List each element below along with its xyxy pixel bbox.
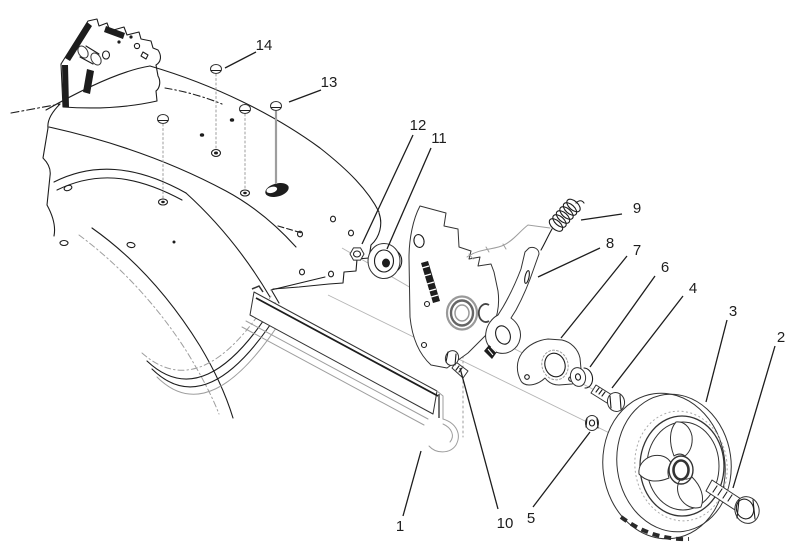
callout-12: 12 [361,117,427,245]
keyhole-slot [265,182,289,198]
callout-13-label: 13 [321,74,338,91]
callout-6-label: 6 [661,259,669,276]
callout-7: 7 [560,242,641,339]
callout-1-label: 1 [396,518,404,535]
callout-3: 3 [705,303,737,403]
callout-8: 8 [537,235,614,278]
deck-dome [10,65,380,248]
brace-bar [104,26,125,39]
callout-1: 1 [396,450,422,535]
callout-11: 11 [386,130,447,250]
screw-left [157,114,169,206]
brace-bar [65,22,92,61]
pivot-cylinder [77,45,102,66]
plate-slot [421,261,440,303]
callouts: 14 13 12 11 9 8 7 6 [224,37,785,535]
screw-center [239,104,251,197]
callout-5-label: 5 [527,510,535,527]
flange-nut-12 [349,247,365,261]
tire-tread [619,515,690,542]
callout-10-label: 10 [497,515,514,532]
brace-bar [62,65,69,107]
callout-2: 2 [732,329,785,489]
nut-5 [585,415,599,431]
axle-bolt-2 [705,479,760,524]
washer-6 [569,367,594,389]
callout-10: 10 [459,367,514,532]
snap-ring [477,303,490,323]
screw-13 [270,101,282,184]
callout-9: 9 [580,200,641,221]
bolt-4 [590,384,626,412]
callout-6: 6 [589,259,669,368]
rear-skirt [241,285,459,453]
callout-8-label: 8 [606,235,614,252]
callout-7-label: 7 [633,242,641,259]
callout-14-label: 14 [256,37,273,54]
brace-bar [83,69,94,94]
bushing-11 [367,243,403,279]
spring-9 [540,198,585,251]
wheel-3 [602,392,732,542]
side-wall [265,182,382,304]
callout-9-label: 9 [633,200,641,217]
screw-14 [210,64,222,158]
callout-5: 5 [527,431,591,527]
adjuster-plate [408,205,551,369]
bearing [445,295,479,331]
callout-11-label: 11 [431,130,447,147]
callout-2-label: 2 [777,329,785,346]
callout-3-label: 3 [729,303,737,320]
wire-link [466,224,551,260]
lever-8 [484,246,540,359]
callout-4: 4 [611,280,697,389]
callout-13: 13 [288,74,338,103]
blade-opening-arcs [53,168,285,419]
callout-12-label: 12 [410,117,427,134]
callout-4-label: 4 [689,280,697,297]
callout-14: 14 [224,37,273,69]
engine-bracket [60,18,161,109]
